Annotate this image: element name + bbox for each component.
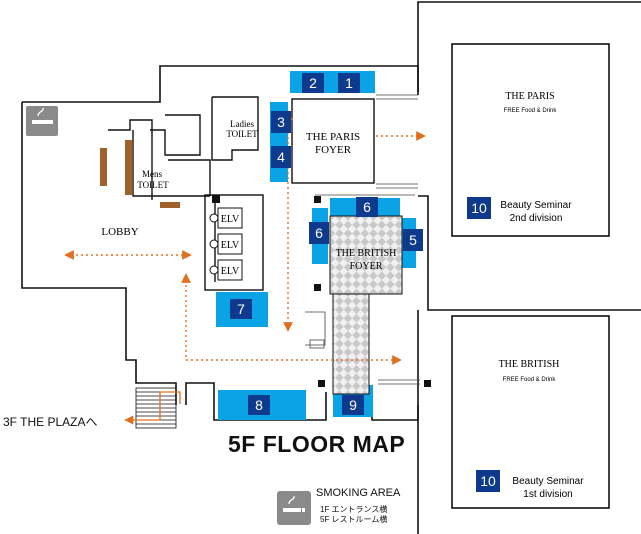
mens-toilet-label: TOILET (137, 180, 169, 190)
hall-booth-british (476, 470, 500, 492)
booth-number: 2 (309, 75, 317, 91)
hall-number: 10 (480, 473, 496, 489)
smoking-area-legend: SMOKING AREA 1F エントランス横 5F レストルーム横 (277, 487, 427, 531)
british-corridor-floor (332, 293, 370, 395)
paris-foyer-label: THE PARIS (306, 131, 360, 143)
map-title: 5F FLOOR MAP (228, 431, 406, 457)
ladies-toilet-label: TOILET (226, 129, 258, 139)
booth-markers: 2 1 3 4 6 6 5 7 8 9 (230, 73, 423, 415)
hall-note: FREE Food & Drink (503, 377, 557, 383)
booth-number: 3 (277, 114, 285, 130)
booth-1 (338, 73, 360, 93)
booth-number: 9 (349, 397, 357, 413)
elevator-knobs (209, 213, 219, 275)
hall-note: FREE Food & Drink (504, 108, 558, 114)
booth-6b (309, 222, 329, 244)
paris-foyer-label: FOYER (315, 144, 352, 156)
booth-8 (248, 395, 270, 415)
booth-number: 8 (255, 397, 263, 413)
elevator-label: ELV (221, 240, 240, 251)
booth-number: 5 (409, 232, 417, 248)
booth-7 (230, 299, 252, 319)
booth-number: 6 (363, 199, 371, 215)
smoking-area-location: 5F レストルーム横 (320, 515, 388, 524)
british-foyer-label: FOYER (350, 261, 383, 272)
hall-name: THE BRITISH (499, 359, 560, 370)
elevator-label: ELV (221, 266, 240, 277)
booth-3 (271, 111, 291, 133)
hall-seminar: Beauty Seminar (500, 200, 572, 211)
exit-to-plaza-label[interactable]: 3F THE PLAZAへ (3, 415, 98, 429)
booth-2 (302, 73, 324, 93)
inner-rooms (108, 96, 264, 291)
booth-9 (342, 395, 364, 415)
hall-division: 2nd division (510, 213, 563, 224)
booth-number: 6 (315, 225, 323, 241)
booth-6 (356, 197, 378, 217)
ladies-toilet-label: Ladies (230, 119, 254, 129)
no-smoking-sign-icon (26, 106, 58, 136)
booth-number: 4 (277, 149, 285, 165)
smoking-area-location: 1F エントランス横 (320, 505, 388, 514)
british-foyer-label: THE BRITISH (336, 248, 397, 259)
smoking-area-title: SMOKING AREA (316, 487, 401, 499)
elevator-label: ELV (221, 214, 240, 225)
hall-division: 1st division (523, 489, 572, 500)
doors (100, 140, 180, 208)
mens-toilet-label: Mens (142, 169, 162, 179)
lobby-label: LOBBY (101, 226, 138, 238)
hall-booth-paris (467, 197, 491, 219)
booth-4 (271, 146, 291, 168)
hall-buildings (417, 1, 641, 534)
stairs (135, 387, 177, 429)
hall-name: THE PARIS (505, 91, 554, 102)
stair-route-arrow (124, 391, 181, 425)
hall-seminar: Beauty Seminar (512, 476, 584, 487)
booth-number: 7 (237, 301, 245, 317)
booth-5 (403, 229, 423, 251)
smoking-area-icon (277, 491, 311, 525)
hall-number: 10 (471, 200, 487, 216)
booth-number: 1 (345, 75, 353, 91)
